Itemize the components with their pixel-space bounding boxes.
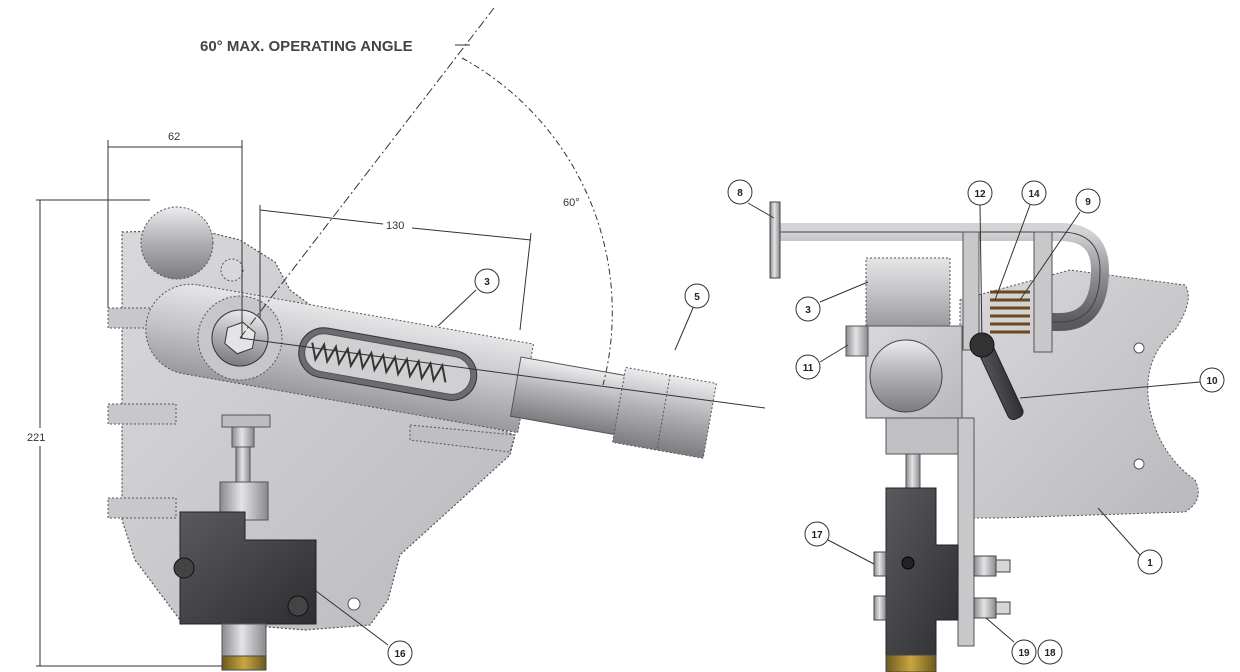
brass-fitting [221, 655, 267, 671]
height-dimension: 221 [27, 432, 45, 444]
bolt-lower-thread [995, 601, 1011, 615]
valve-stem [235, 446, 251, 483]
balloon-8: 8 [727, 179, 775, 219]
svg-text:16: 16 [394, 649, 406, 660]
svg-text:1: 1 [1147, 558, 1153, 569]
svg-text:9: 9 [1085, 197, 1091, 208]
lower-bracket [957, 417, 975, 647]
svg-text:18: 18 [1044, 648, 1056, 659]
hydraulic-block-right [885, 487, 959, 656]
balloon-1: 1 [1097, 507, 1163, 575]
operating-angle-title: 60° MAX. OPERATING ANGLE [200, 38, 413, 55]
pivot-cylinder [869, 339, 943, 413]
svg-text:5: 5 [694, 292, 700, 303]
bolt-upper-thread [995, 559, 1011, 573]
arm-slot-inner [304, 333, 472, 395]
fitting-body [221, 623, 267, 659]
side-view: 60° MAX. OPERATING ANGLE [27, 7, 766, 671]
plate-hole-upper [220, 258, 244, 282]
arm-spring [311, 341, 447, 384]
end-sleeve [611, 366, 717, 459]
arm-housing [865, 257, 951, 327]
svg-text:3: 3 [484, 277, 490, 288]
plate-hole [347, 597, 361, 611]
front-view: 8 12 14 9 3 11 10 [727, 179, 1225, 672]
svg-text:11: 11 [803, 363, 814, 374]
angle-arc [461, 57, 613, 386]
valve-cap [221, 414, 271, 428]
balloon-9: 9 [1019, 188, 1101, 301]
block-port-right [287, 595, 309, 617]
svg-text:19: 19 [1018, 648, 1030, 659]
handle-end-plate [769, 201, 781, 279]
svg-text:17: 17 [811, 530, 823, 541]
side-fitting-lower [873, 595, 887, 621]
side-plate-hole-upper [1133, 342, 1145, 354]
plate-flange [409, 424, 516, 453]
balloon-10: 10 [1019, 367, 1225, 399]
balloon-3-left: 3 [437, 268, 500, 327]
arm-extension-tube [509, 356, 630, 436]
bracket-left [962, 231, 980, 351]
balloon-12: 12 [967, 180, 993, 346]
balloon-16: 16 [311, 587, 413, 666]
dim-62 [107, 140, 243, 338]
plate-tab-middle [107, 403, 177, 425]
bracket-right [1033, 231, 1053, 353]
balloon-3-right: 3 [795, 281, 869, 322]
valve-stem-top [231, 426, 255, 448]
arm-centerline [239, 337, 766, 409]
plate-tab-bottom [107, 497, 177, 519]
balloon-17: 17 [804, 521, 875, 565]
end-cap-cylinder [140, 206, 214, 280]
max-angle-line [239, 7, 495, 339]
balloon-5: 5 [674, 283, 710, 351]
valve-stem-right [905, 453, 921, 489]
brass-fitting-right [885, 654, 937, 672]
hydraulic-block [179, 511, 317, 625]
end-sleeve-seam [656, 375, 671, 451]
bolt-lower [973, 597, 997, 619]
arm-length-dimension: 130 [386, 220, 404, 232]
balloon-14: 14 [994, 180, 1047, 301]
angle-dimension: 60° [563, 197, 580, 209]
svg-text:8: 8 [737, 188, 743, 199]
bolt-head [845, 325, 869, 357]
handle-pipe-outline [780, 231, 1101, 323]
dim-221 [36, 199, 222, 667]
bolt-upper [973, 555, 997, 577]
side-plate-hole-lower [1133, 458, 1145, 470]
svg-text:10: 10 [1206, 376, 1218, 387]
balloon-19: 19 [985, 617, 1037, 665]
svg-text:12: 12 [974, 189, 986, 200]
dim-130 [259, 205, 532, 331]
block-port-left [173, 557, 195, 579]
svg-text:3: 3 [805, 305, 811, 316]
balloon-18: 18 [1037, 639, 1063, 665]
return-spring [990, 290, 1030, 334]
block-port-front [901, 556, 915, 570]
width-dimension: 62 [168, 131, 180, 143]
balloon-11: 11 [795, 344, 849, 380]
svg-text:14: 14 [1028, 189, 1040, 200]
side-fitting-upper [873, 551, 887, 577]
lower-mount [885, 417, 959, 455]
